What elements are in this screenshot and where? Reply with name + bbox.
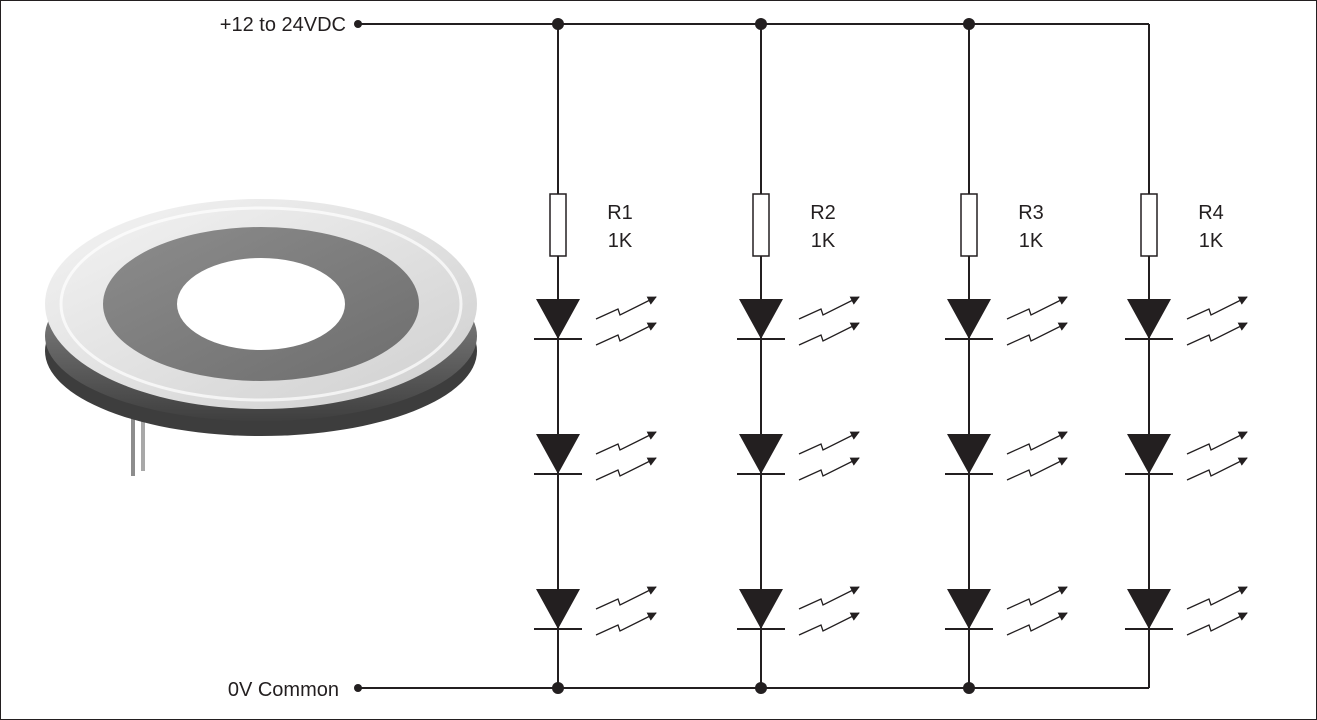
light-arrow-icon xyxy=(798,612,860,636)
common-rail xyxy=(354,684,1149,692)
light-arrow-icon xyxy=(798,586,860,610)
led-diode-icon xyxy=(945,296,1068,346)
positive-rail xyxy=(354,20,1149,28)
common-ground-label: 0V Common xyxy=(228,679,339,701)
led-diode-icon xyxy=(737,431,860,481)
led-diode-icon xyxy=(1125,586,1248,636)
light-arrow-icon xyxy=(798,296,860,320)
light-arrow-icon xyxy=(595,431,657,455)
resistor-1 xyxy=(549,193,567,257)
light-arrow-icon xyxy=(1186,457,1248,481)
led-diode-icon xyxy=(534,296,657,346)
resistor-name-label: R4 xyxy=(1198,202,1224,224)
junction-dot xyxy=(552,18,564,30)
light-arrow-icon xyxy=(595,322,657,346)
led-diode-icon xyxy=(534,586,657,636)
junction-dot xyxy=(552,682,564,694)
led-diode-icon xyxy=(534,431,657,481)
light-arrow-icon xyxy=(1006,586,1068,610)
junction-dot xyxy=(755,18,767,30)
positive-supply-label: +12 to 24VDC xyxy=(220,14,346,36)
resistor-value-label: 1K xyxy=(1019,230,1044,252)
junction-dot xyxy=(963,682,975,694)
resistor-name-label: R1 xyxy=(607,202,633,224)
light-arrow-icon xyxy=(1186,431,1248,455)
light-arrow-icon xyxy=(1186,296,1248,320)
light-arrow-icon xyxy=(595,612,657,636)
led-diode-icon xyxy=(737,296,860,346)
resistor-name-label: R3 xyxy=(1018,202,1044,224)
light-arrow-icon xyxy=(1006,296,1068,320)
resistor-value-label: 1K xyxy=(811,230,836,252)
resistor-4 xyxy=(1140,193,1158,257)
light-arrow-icon xyxy=(1186,322,1248,346)
light-arrow-icon xyxy=(595,586,657,610)
led-diode-icon xyxy=(945,431,1068,481)
led-diode-icon xyxy=(945,586,1068,636)
light-arrow-icon xyxy=(595,296,657,320)
light-arrow-icon xyxy=(798,322,860,346)
light-arrow-icon xyxy=(1186,612,1248,636)
light-arrow-icon xyxy=(1186,586,1248,610)
junction-dot xyxy=(755,682,767,694)
resistor-value-label: 1K xyxy=(608,230,633,252)
resistor-2 xyxy=(752,193,770,257)
light-arrow-icon xyxy=(595,457,657,481)
led-diode-icon xyxy=(1125,296,1248,346)
light-arrow-icon xyxy=(1006,612,1068,636)
led-diode-icon xyxy=(1125,431,1248,481)
resistor-value-label: 1K xyxy=(1199,230,1224,252)
light-arrow-icon xyxy=(798,457,860,481)
light-arrow-icon xyxy=(1006,431,1068,455)
light-arrow-icon xyxy=(1006,322,1068,346)
resistor-name-label: R2 xyxy=(810,202,836,224)
resistor-3 xyxy=(960,193,978,257)
light-arrow-icon xyxy=(1006,457,1068,481)
led-ring-indicator-icon xyxy=(45,199,477,476)
junction-dot xyxy=(963,18,975,30)
light-arrow-icon xyxy=(798,431,860,455)
led-diode-icon xyxy=(737,586,860,636)
